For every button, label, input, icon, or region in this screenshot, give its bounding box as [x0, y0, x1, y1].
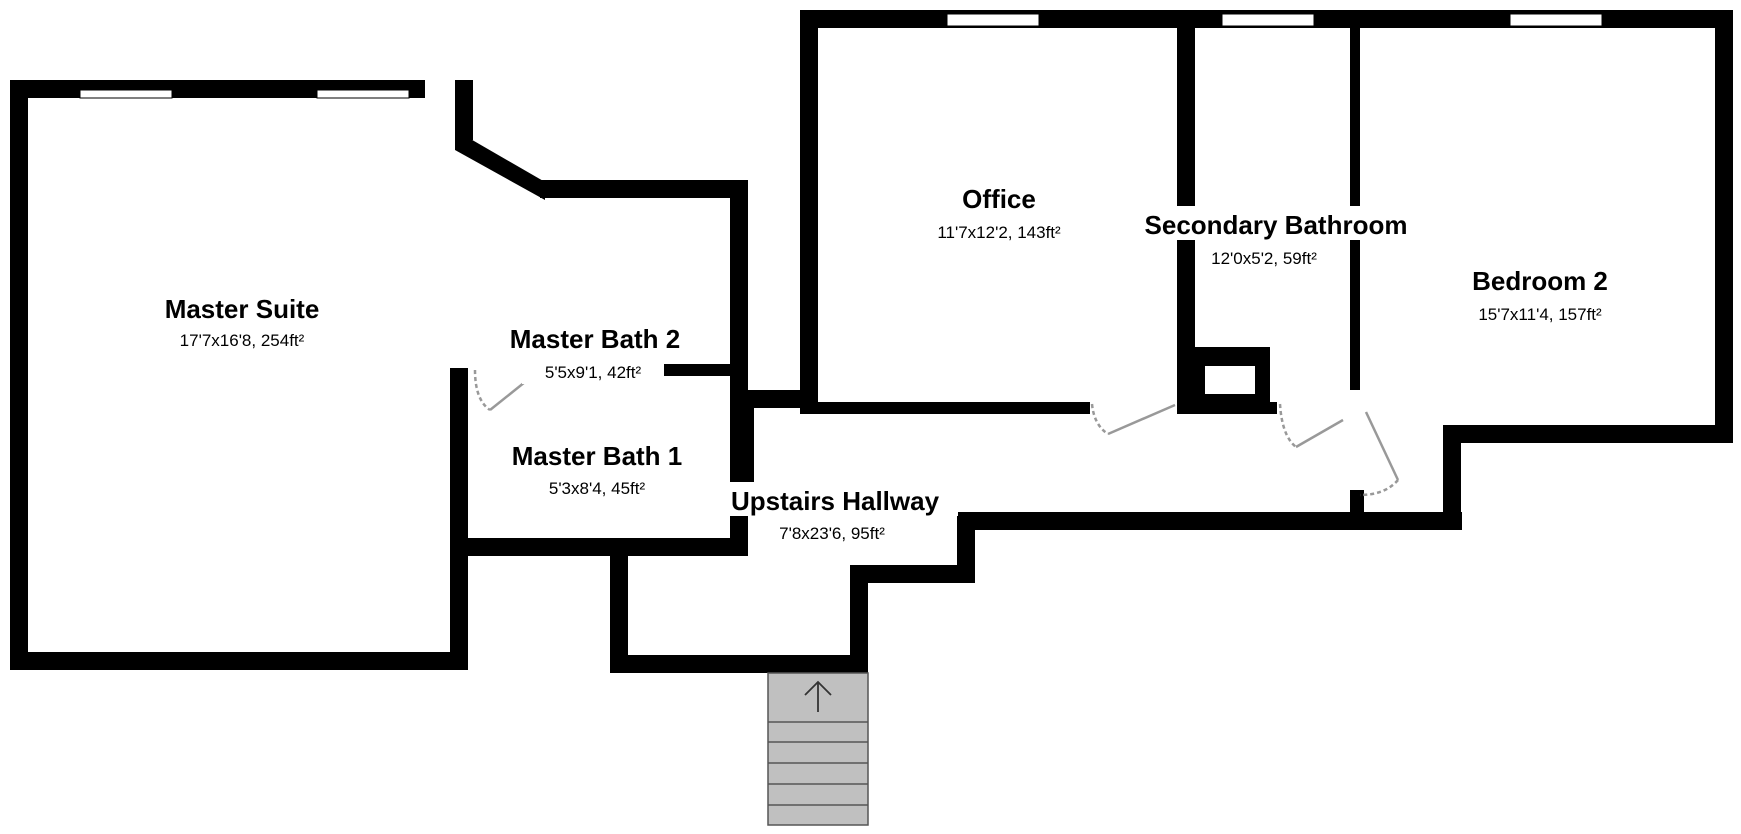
- door-gap-office: [1090, 402, 1177, 414]
- room-name-master-bath-2: Master Bath 2: [510, 324, 681, 354]
- wall-office-left: [800, 10, 818, 405]
- label-bg-secondary-bathroom-dims: [1200, 248, 1330, 270]
- wall-master-suite-notch: [455, 80, 473, 140]
- wall-stairwell-right: [850, 565, 868, 673]
- wall-master-suite-right-lower: [450, 368, 468, 670]
- room-name-office: Office: [962, 184, 1036, 214]
- up-arrow-icon: [804, 680, 832, 712]
- wall-master-suite-left: [10, 80, 28, 670]
- window-bedroom-2: [1509, 13, 1603, 27]
- room-dims-bedroom-2: 15'7x11'4, 157ft²: [1478, 305, 1602, 324]
- room-name-bedroom-2: Bedroom 2: [1472, 266, 1608, 296]
- window-secondary-bathroom: [1221, 13, 1315, 27]
- wall-bedroom2-right: [1715, 10, 1733, 443]
- label-bg-upstairs-hallway-dims: [760, 522, 910, 544]
- room-dims-office: 11'7x12'2, 143ft²: [937, 223, 1061, 242]
- room-name-master-bath-1: Master Bath 1: [512, 441, 683, 471]
- wall-office-bottom: [800, 402, 1090, 414]
- wall-master-suite-bottom: [10, 652, 468, 670]
- window-master-suite-1: [79, 89, 173, 99]
- wall-master-bath2-top: [540, 180, 748, 198]
- wall-bedroom2-left-lower: [1350, 490, 1364, 530]
- room-name-secondary-bathroom: Secondary Bathroom: [1145, 210, 1408, 240]
- wall-master-suite-diagonal: [455, 130, 545, 200]
- room-name-master-suite: Master Suite: [165, 294, 320, 324]
- doors: [473, 369, 1400, 497]
- room-dims-master-bath-1: 5'3x8'4, 45ft²: [549, 479, 646, 498]
- wall-master-bath2-bottom: [658, 364, 738, 376]
- wall-bedroom2-bottom: [1443, 425, 1733, 443]
- staircase: [767, 672, 869, 826]
- label-bg-master-bath-2: [522, 362, 664, 384]
- wall-hall-bottom: [957, 512, 1462, 530]
- wall-hall-top-left: [730, 390, 818, 408]
- room-labels: Master Suite 17'7x16'8, 254ft² Master Ba…: [165, 184, 1608, 544]
- wall-bedroom2-lower-right: [1443, 425, 1461, 530]
- door-leaf-office: [1107, 403, 1176, 436]
- room-name-upstairs-hallway: Upstairs Hallway: [731, 486, 940, 516]
- room-dims-master-suite: 17'7x16'8, 254ft²: [180, 331, 305, 350]
- wall-hall-step1: [850, 565, 975, 583]
- door-swing-office: [1090, 403, 1109, 436]
- wall-master-bath1-bottom: [450, 538, 748, 556]
- windows: [79, 13, 1603, 99]
- wall-stairwell-bottom: [610, 655, 868, 673]
- label-bg-secondary-bathroom: [1120, 206, 1432, 240]
- door-leaf-bedroom-2: [1364, 411, 1400, 481]
- closet-interior: [1205, 366, 1255, 394]
- door-swing-secondary-bath: [1278, 403, 1297, 448]
- door-swing-master-bath: [473, 369, 491, 412]
- door-leaf-secondary-bath: [1295, 418, 1344, 449]
- window-master-suite-2: [316, 89, 410, 99]
- wall-secbath-bedroom2-divider: [1350, 10, 1360, 390]
- door-gap-bedroom-2: [1350, 390, 1364, 490]
- room-dims-master-bath-2: 5'5x9'1, 42ft²: [545, 363, 642, 382]
- window-office: [946, 13, 1040, 27]
- room-dims-secondary-bathroom: 12'0x5'2, 59ft²: [1211, 249, 1317, 268]
- label-bg-upstairs-hallway: [712, 482, 958, 516]
- room-dims-upstairs-hallway: 7'8x23'6, 95ft²: [779, 524, 885, 543]
- door-swing-bedroom-2: [1359, 479, 1399, 497]
- door-gap-secondary-bath: [1277, 402, 1350, 414]
- wall-stairwell-left: [610, 556, 628, 673]
